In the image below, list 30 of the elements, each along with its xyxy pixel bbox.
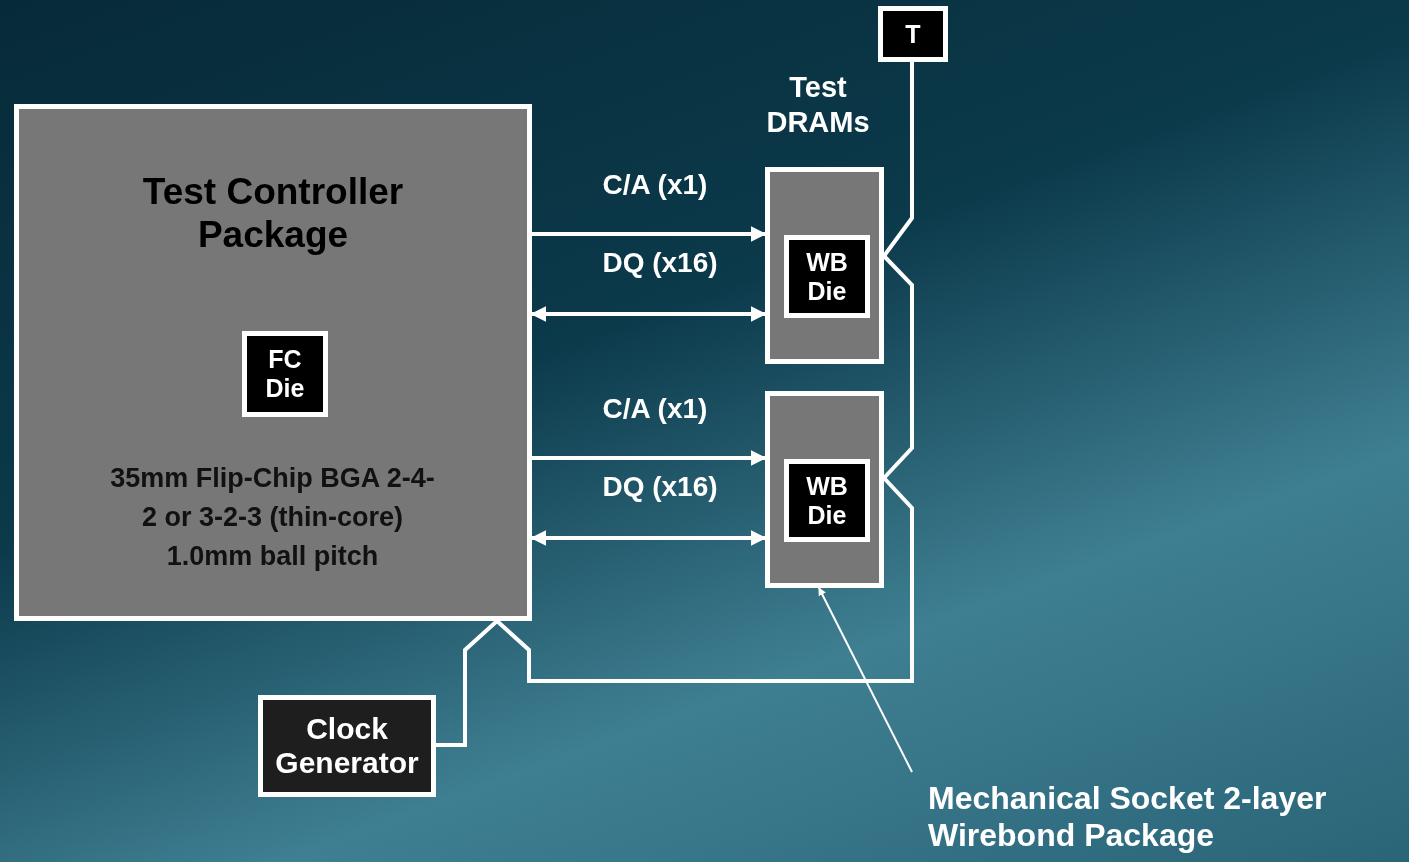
edge-label: DQ (x16) <box>601 246 719 280</box>
signal-arrow <box>532 226 767 242</box>
box-shape <box>765 167 884 364</box>
die-box <box>242 331 328 417</box>
package-spec-text: 35mm Flip-Chip BGA 2-4-2 or 3-2-3 (thin-core) 1.0mm ball pitch <box>109 462 436 574</box>
clock-line <box>436 619 499 747</box>
generator-box <box>258 695 436 797</box>
edge-label: DQ (x16) <box>601 470 719 504</box>
box-label: WB Die <box>805 471 849 530</box>
die-box <box>878 6 948 62</box>
callout-label: Mechanical Socket 2-layer Wirebond Package <box>928 780 1328 854</box>
edge-label: C/A (x1) <box>601 168 709 202</box>
signal-arrow <box>530 530 767 546</box>
box-label: T <box>905 19 921 49</box>
box-shape <box>765 391 884 588</box>
signal-arrow <box>530 306 767 322</box>
package-box <box>14 104 532 621</box>
signal-arrow <box>532 450 767 466</box>
package-title: Test Controller Package <box>141 171 405 257</box>
edge-label: C/A (x1) <box>601 392 709 426</box>
die-box <box>784 459 870 542</box>
box-label: FC Die <box>264 345 306 403</box>
box-label: WB Die <box>805 247 849 306</box>
clock-line <box>882 62 914 258</box>
die-box <box>784 235 870 318</box>
box-label: Clock Generator <box>274 711 420 781</box>
clock-line <box>882 254 914 480</box>
clock-line <box>495 476 914 683</box>
leader-arrow <box>818 587 913 773</box>
group-heading: Test DRAMs <box>765 70 871 140</box>
